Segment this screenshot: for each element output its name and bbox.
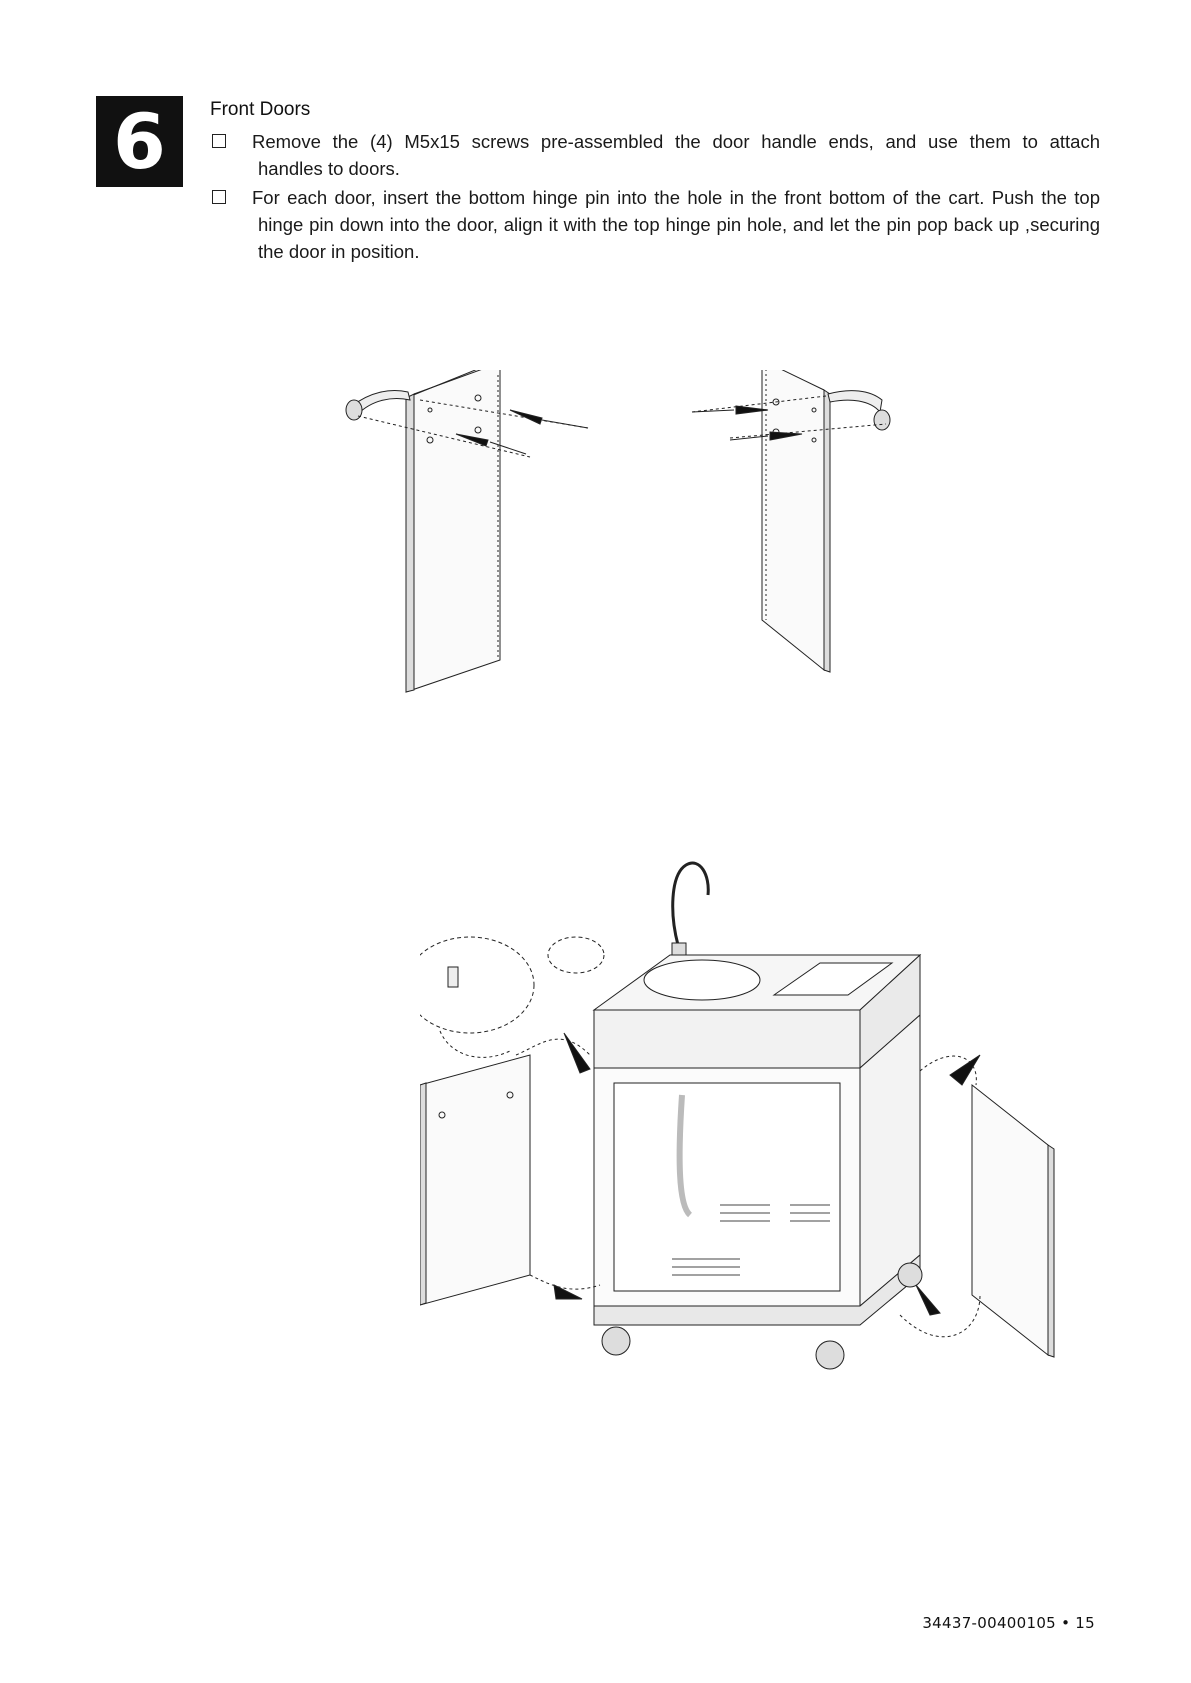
hinge-detail-callout xyxy=(548,937,604,973)
door-handle-assembly-icon xyxy=(330,370,950,710)
arrow-icon xyxy=(736,406,768,414)
left-door-panel xyxy=(406,370,502,692)
arrow-icon xyxy=(564,1033,590,1073)
section-title: Front Doors xyxy=(210,99,311,120)
arrow-icon xyxy=(770,432,802,440)
right-door-panel xyxy=(762,370,830,672)
arrow-icon xyxy=(456,434,488,446)
right-cart-door xyxy=(972,1085,1048,1355)
arrow-icon xyxy=(554,1285,582,1299)
instruction-continuation: hinge pin down into the door, align it w… xyxy=(258,214,1100,262)
step-number-badge: 6 xyxy=(96,96,183,187)
instructions-block: Front Doors Remove the (4) M5x15 screws … xyxy=(210,98,1100,267)
cart-door-installation-icon xyxy=(420,855,1140,1465)
step-number: 6 xyxy=(113,97,166,186)
arrow-icon xyxy=(510,410,542,424)
wheel xyxy=(602,1327,630,1355)
cart-front-panel xyxy=(594,1010,860,1068)
left-handle xyxy=(352,391,410,414)
cart-door-installation-diagram xyxy=(420,855,1140,1465)
instruction-continuation: handles to doors. xyxy=(258,158,400,179)
instruction-line: For each door, insert the bottom hinge p… xyxy=(252,187,1100,208)
hinge-detail-callout xyxy=(420,937,534,1033)
checkbox-icon[interactable] xyxy=(212,134,226,148)
instruction-line: Remove the (4) M5x15 screws pre-assemble… xyxy=(252,131,1100,152)
instruction-item: Remove the (4) M5x15 screws pre-assemble… xyxy=(210,128,1100,182)
instruction-item: For each door, insert the bottom hinge p… xyxy=(210,184,1100,265)
page-footer: 34437-00400105 • 15 xyxy=(922,1614,1095,1632)
door-handle-assembly-diagram xyxy=(330,370,950,710)
faucet xyxy=(673,863,709,945)
arrow-icon xyxy=(950,1055,980,1085)
left-cart-door xyxy=(420,1055,530,1305)
arrow-icon xyxy=(916,1285,940,1315)
right-handle xyxy=(828,391,882,412)
wheel xyxy=(898,1263,922,1287)
checkbox-icon[interactable] xyxy=(212,190,226,204)
wheel xyxy=(816,1341,844,1369)
